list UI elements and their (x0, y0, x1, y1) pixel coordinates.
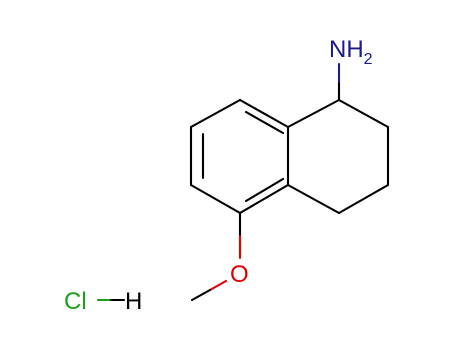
bond-ar-top-inner (244, 110, 285, 135)
amine-subscript: 2 (364, 51, 373, 68)
bond-och3-carbon-half (190, 288, 212, 302)
saturated-ring (286, 98, 390, 215)
amine-label: NH (329, 36, 364, 63)
bond-sat-2 (337, 98, 390, 129)
bond-sat-5 (286, 183, 341, 215)
bond-sat-1 (286, 98, 341, 129)
bond-ar-lower-left (189, 183, 242, 215)
bond-ar-bottom (238, 183, 290, 215)
hydrogen-atom-label: H (125, 288, 142, 315)
bond-ar-bottom-inner (244, 177, 285, 203)
aromatic-ring (189, 98, 290, 215)
oxygen-atom-label: O (230, 261, 249, 288)
methoxy-bonds (190, 211, 242, 302)
nitrogen-atom-label: NH2 (329, 36, 373, 68)
bond-sat-4 (337, 183, 390, 215)
bond-och3-oxygen-half (208, 279, 228, 292)
chlorine-atom-label: Cl (64, 288, 87, 315)
bond-ar-top (238, 98, 290, 129)
bond-ar-upper-left (189, 98, 242, 129)
